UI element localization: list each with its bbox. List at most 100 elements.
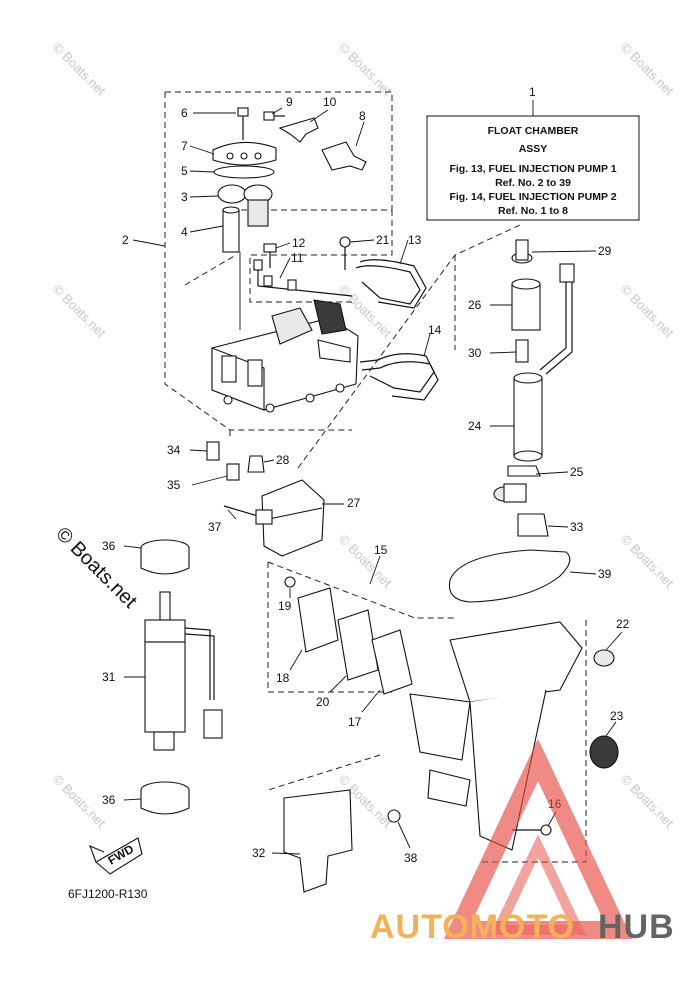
part-number-5: 5 — [181, 164, 188, 178]
part-29-damper — [511, 239, 533, 264]
part-27-cover — [255, 479, 325, 557]
part-number-25: 25 — [570, 465, 584, 479]
part-26-filter — [511, 278, 541, 331]
part-6-screw — [237, 107, 249, 140]
part-number-7: 7 — [181, 139, 188, 153]
part-number-15: 15 — [374, 543, 388, 557]
part-3-clamp — [217, 184, 273, 227]
part-33-holder — [517, 513, 549, 537]
part-number-4: 4 — [181, 225, 188, 239]
part-9-screw — [263, 111, 285, 121]
part-23-damper — [589, 735, 619, 769]
part-16-bolt — [512, 824, 552, 836]
part-number-21: 21 — [376, 233, 390, 247]
part-28-grommet — [247, 455, 265, 473]
watermark-text: © Boats.net — [336, 40, 395, 99]
part-number-8: 8 — [359, 109, 366, 123]
watermark-large: © Boats.net — [51, 523, 141, 613]
watermark-text: © Boats.net — [50, 40, 109, 99]
part-18-plate — [297, 587, 339, 653]
ref-box-line-3: Fig. 13, FUEL INJECTION PUMP 1 — [449, 163, 616, 175]
part-number-12: 12 — [292, 236, 306, 250]
part-20-plate — [337, 609, 379, 681]
logo-text-hub: HUB — [598, 908, 675, 946]
part-7-cover — [212, 141, 277, 166]
part-number-34: 34 — [167, 443, 181, 457]
ref-box-line-6: Ref. No. 1 to 8 — [498, 205, 568, 217]
part-24-pump — [513, 372, 543, 462]
part-17-gasket — [371, 629, 413, 695]
fuel-pump-harness — [539, 263, 575, 375]
part-number-18: 18 — [276, 671, 290, 685]
watermark-text: © Boats.net — [618, 40, 677, 99]
watermark-text: © Boats.net — [618, 532, 677, 591]
part-39-gasket — [448, 549, 571, 603]
part-5-gasket — [213, 165, 275, 179]
part-number-19: 19 — [278, 599, 292, 613]
ref-box-line-1: FLOAT CHAMBER — [488, 125, 579, 137]
part-32-bracket — [283, 789, 353, 893]
part-number-35: 35 — [167, 478, 181, 492]
part-number-10: 10 — [323, 95, 337, 109]
part-number-3: 3 — [181, 190, 188, 204]
part-36-ring-top — [140, 539, 190, 575]
part-number-14: 14 — [428, 323, 442, 337]
part-number-1: 1 — [529, 85, 536, 99]
part-number-36-bottom: 36 — [102, 793, 116, 807]
part-number-39: 39 — [598, 567, 612, 581]
logo-text-automoto: AUTOMOTO — [370, 908, 575, 946]
part-34-bolt — [206, 441, 220, 461]
part-number-38: 38 — [404, 851, 418, 865]
part-number-2: 2 — [122, 233, 129, 247]
watermark-text: © Boats.net — [618, 772, 677, 831]
part-19-screw — [284, 576, 296, 588]
automotohub-logo: AUTOMOTO HUB — [370, 738, 675, 946]
part-number-17: 17 — [348, 715, 362, 729]
ref-box-line-2: ASSY — [519, 143, 548, 155]
part-35-bolt — [226, 463, 240, 481]
part-number-27: 27 — [347, 496, 361, 510]
watermark-text: © Boats.net — [50, 772, 109, 831]
part-22-grommet — [593, 649, 615, 667]
part-number-26: 26 — [468, 298, 482, 312]
part-14-hose — [359, 353, 439, 401]
part-number-9: 9 — [286, 95, 293, 109]
watermark-text: © Boats.net — [50, 282, 109, 341]
part-30-clip — [515, 339, 529, 363]
part-15-case — [409, 621, 583, 851]
part-12-screw — [263, 243, 277, 268]
part-11-pipe — [253, 259, 353, 297]
part-number-24: 24 — [468, 419, 482, 433]
part-number-37: 37 — [208, 520, 222, 534]
reference-box: FLOAT CHAMBER ASSY Fig. 13, FUEL INJECTI… — [426, 85, 640, 221]
part-number-30: 30 — [468, 346, 482, 360]
part-31-pump — [144, 591, 223, 751]
part-38-bolt — [387, 809, 401, 823]
part-number-20: 20 — [316, 695, 330, 709]
dashed-boundaries — [164, 91, 587, 863]
part-number-11: 11 — [291, 251, 304, 265]
part-number-13: 13 — [408, 233, 422, 247]
part-labels: 6 7 5 3 4 2 9 10 8 12 11 21 13 14 34 35 — [102, 95, 630, 865]
watermark-text: © Boats.net — [618, 282, 677, 341]
part-13-hose — [355, 259, 427, 309]
fwd-arrow-icon: FWD — [89, 837, 143, 875]
part-number-29: 29 — [598, 244, 612, 258]
part-2-chamber-body — [211, 299, 359, 413]
part-number-23: 23 — [610, 709, 624, 723]
part-number-36-top: 36 — [102, 539, 116, 553]
part-8-regulator — [321, 141, 367, 171]
part-number-6: 6 — [181, 106, 188, 120]
part-36-ring-bottom — [140, 781, 190, 815]
part-4-filter — [222, 206, 240, 253]
part-number-33: 33 — [570, 520, 584, 534]
ref-box-line-5: Fig. 14, FUEL INJECTION PUMP 2 — [449, 191, 616, 203]
diagram-code: 6FJ1200-R130 — [68, 887, 148, 901]
watermark-text: © Boats.net — [336, 532, 395, 591]
part-25-strainer — [493, 465, 541, 503]
part-10-bracket — [278, 117, 319, 143]
part-number-28: 28 — [276, 453, 290, 467]
part-37-pin — [223, 505, 259, 517]
part-21-screw — [339, 236, 351, 270]
